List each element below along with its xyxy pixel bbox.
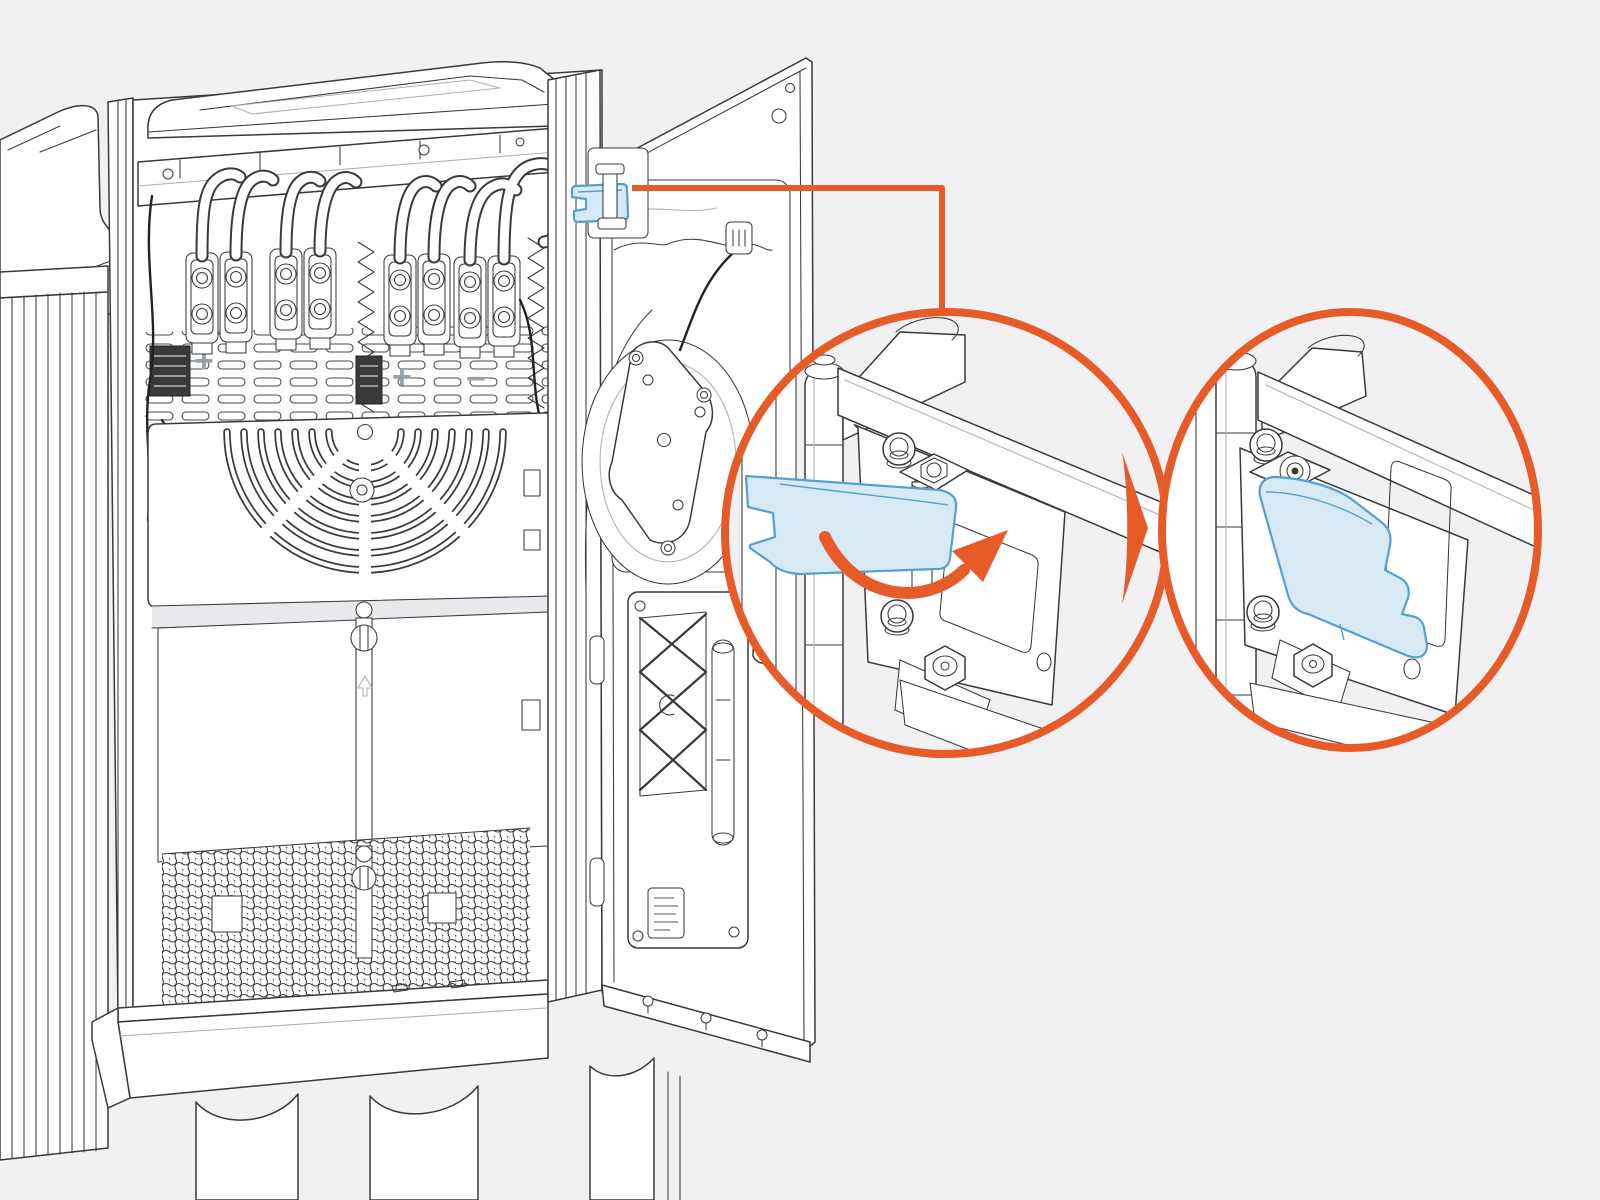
retaining-clip-seated (1258, 475, 1429, 659)
connector-block (149, 345, 191, 397)
hinge-pin-bracket (595, 163, 627, 230)
spec-label (647, 887, 685, 939)
frame-rail (1257, 371, 1538, 549)
callout-leader-line (632, 185, 945, 314)
conduit-stubs (195, 1057, 681, 1200)
mesh-cutout (427, 892, 457, 924)
retaining-clip-highlight (570, 147, 649, 239)
callout-ring (1158, 308, 1542, 752)
door-hinge-knuckles (589, 635, 605, 907)
callout-final-position (1158, 308, 1542, 752)
mesh-filter-panel (161, 827, 531, 1015)
base-tray (91, 979, 549, 1109)
heatsink-fins (0, 265, 109, 1161)
cabinet-illustration: + + − (0, 61, 681, 1200)
retaining-clip-rotating (744, 474, 958, 576)
gas-strut (711, 639, 735, 846)
door-bottom-edge (601, 984, 811, 1063)
arrow-up-mark (357, 675, 373, 697)
inner-access-doors (151, 595, 553, 863)
mesh-cutout (211, 895, 243, 933)
next-step-arrow-icon (1122, 452, 1148, 604)
connector-block (355, 355, 383, 405)
grille-hub (356, 423, 374, 441)
top-cover (147, 61, 562, 139)
fan-spider-bracket (608, 341, 714, 544)
rotation-arrow-icon (819, 530, 1008, 599)
fan-grille (147, 412, 554, 608)
terminal-positive-symbol: + (392, 358, 412, 396)
terminal-negative-symbol: − (466, 360, 486, 398)
